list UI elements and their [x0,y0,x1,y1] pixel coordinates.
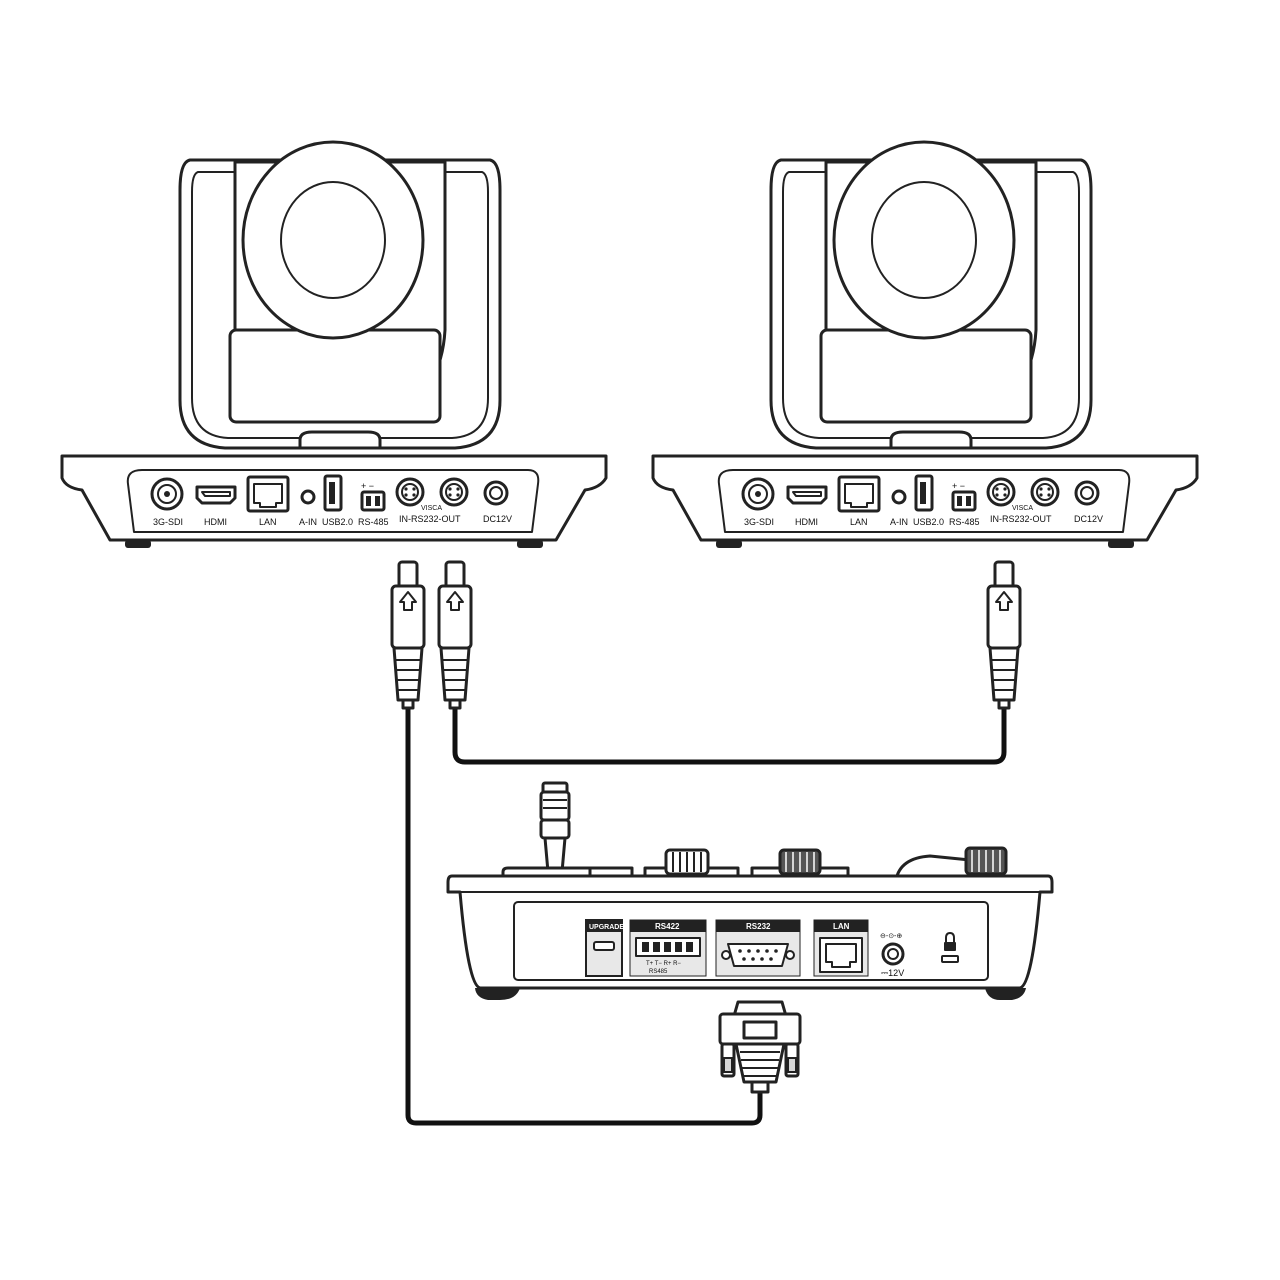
rs232-out-port [439,477,469,507]
controller-foot-left [475,988,520,1000]
rs422-label: RS422 [655,922,680,931]
dc-label: DC12V [483,514,512,524]
camera-foot-right [1108,540,1134,548]
visca-label: VISCA [421,505,442,512]
camera-yoke-inner [191,171,489,439]
camera-neck [889,430,973,450]
camera-lens-housing [241,140,425,340]
cable-camera1-out-to-camera2-in [452,701,1007,765]
hdmi-port: HDMI [195,485,237,527]
audio-in-label: A-IN [890,517,908,527]
lan-port: LAN [246,475,290,527]
rs232-out-port [1030,477,1060,507]
knob-1 [664,848,710,876]
lock-icon [941,932,959,963]
camera-rear-panel [126,469,540,533]
hdmi-port: HDMI [786,485,828,527]
rs485-controller-label: RS485 [649,969,668,975]
rs485-label: RS-485 [358,517,389,527]
lan-controller-port-group: LAN [813,919,869,977]
mini-din-plug-3 [986,560,1022,710]
rs232-port-group: RS232 [715,919,801,977]
camera-yoke-inner [782,171,1080,439]
lan-label: LAN [259,517,277,527]
camera-rear-panel [717,469,1131,533]
sdi-port: 3G-SDI [741,477,775,527]
hdmi-label: HDMI [204,517,227,527]
dc-controller-label: ⎓12V [881,968,904,978]
lan-controller-label: LAN [833,922,850,931]
usb-port: USB2.0 [913,474,944,527]
camera-foot-left [125,540,151,548]
rs485-port: + − RS-485 [358,481,389,527]
camera-lower-body [819,328,1033,424]
rs232-label: IN-RS232-OUT [399,514,461,524]
controller-foot-right [985,988,1026,1000]
usb-label: USB2.0 [913,517,944,527]
camera-foot-right [517,540,543,548]
sdi-port: 3G-SDI [150,477,184,527]
rs485-port: + − RS-485 [949,481,980,527]
hdmi-label: HDMI [795,517,818,527]
rs232-in-port [986,477,1016,507]
rs232-controller-label: RS232 [746,922,771,931]
camera-lens-housing [832,140,1016,340]
upgrade-port-group: UPGRADE [585,919,624,977]
ptz-controller: UPGRADE RS422 T+ T− R+ R− RS485 RS232 [446,781,1054,1000]
usb-port: USB2.0 [322,474,353,527]
sdi-label: 3G-SDI [153,517,183,527]
rs422-port-group: RS422 T+ T− R+ R− RS485 [629,919,707,977]
camera-lens [280,181,386,299]
ptz-camera-2: 3G-SDI HDMI LAN A-IN USB2.0 + − RS-485 [651,140,1199,548]
controller-rear-recess [513,901,989,981]
camera-lower-body [228,328,442,424]
rs485-label: RS-485 [949,517,980,527]
audio-in-port: A-IN [890,489,908,527]
upgrade-label: UPGRADE [589,924,624,931]
ptz-camera-1: 3G-SDI HDMI LAN A-IN USB2.0 + − RS-485 [60,140,608,548]
audio-in-port: A-IN [299,489,317,527]
rs422-pins-label: T+ T− R+ R− [646,961,681,967]
rs485-polarity: + − [361,481,374,491]
dc-port: DC12V [483,480,512,524]
db9-socket [727,943,789,967]
audio-in-label: A-IN [299,517,317,527]
joystick [539,781,571,874]
mini-din-plug-1 [390,560,426,710]
sdi-label: 3G-SDI [744,517,774,527]
knob-2 [778,848,822,876]
lan-port: LAN [837,475,881,527]
upgrade-port [593,941,615,951]
mini-din-plug-2 [437,560,473,710]
camera-lens [871,181,977,299]
dc-controller-port-group: ⊖-⊙-⊕ ⎓12V [880,933,905,978]
cable-camera1-in-to-controller [405,701,763,1126]
rs485-polarity: + − [952,481,965,491]
camera-foot-left [716,540,742,548]
lan-label: LAN [850,517,868,527]
rs232-label: IN-RS232-OUT [990,514,1052,524]
knob-3 [964,846,1008,876]
dc-polarity-label: ⊖-⊙-⊕ [880,933,902,940]
visca-label: VISCA [1012,505,1033,512]
db9-plug [718,1000,802,1094]
usb-label: USB2.0 [322,517,353,527]
dc-port: DC12V [1074,480,1103,524]
rs232-in-port [395,477,425,507]
dc-label: DC12V [1074,514,1103,524]
zoom-lever [894,854,972,882]
camera-neck [298,430,382,450]
